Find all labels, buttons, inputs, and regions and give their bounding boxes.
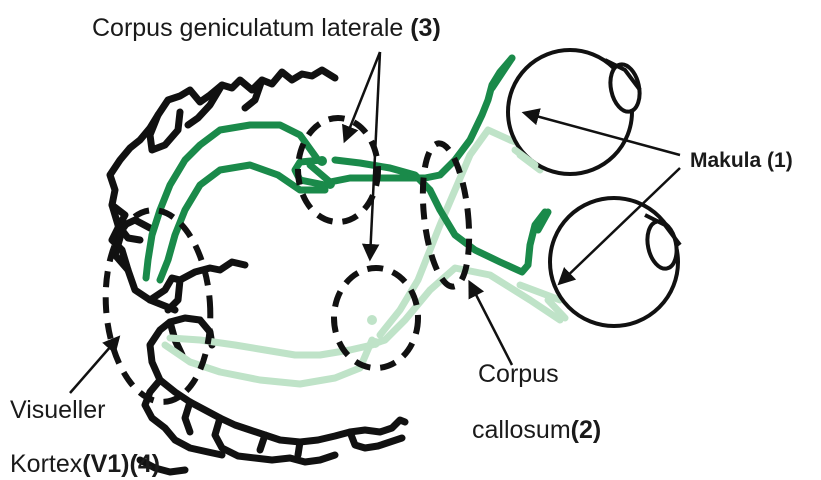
- visual-cortex-label-line2: Kortex(V1)(4): [10, 452, 160, 477]
- arrow-corpus-callosum: [470, 283, 512, 365]
- eye-lower: [550, 198, 681, 326]
- cgl-label-text: Corpus geniculatum laterale: [92, 14, 403, 42]
- cgl-label: Corpus geniculatum laterale (3): [92, 16, 441, 41]
- eye-upper: [508, 50, 644, 174]
- corpus-callosum-label-line2: callosum(2): [472, 418, 601, 443]
- corpus-callosum-label-text: callosum: [472, 416, 571, 444]
- arrow-visual-cortex: [70, 338, 118, 393]
- makula-label: Makula (1): [690, 150, 793, 171]
- visual-cortex-label-number: (V1)(4): [82, 450, 160, 478]
- upper-visual-pathway: [146, 58, 545, 280]
- visual-cortex-label-text: Kortex: [10, 450, 82, 478]
- corpus-callosum-label-number: (2): [571, 416, 602, 444]
- cgl-label-number: (3): [410, 14, 441, 42]
- visual-cortex-label-line1: Visueller: [10, 398, 105, 423]
- corpus-callosum-label-line1: Corpus: [478, 362, 559, 387]
- cgl-upper-marker: [298, 118, 378, 222]
